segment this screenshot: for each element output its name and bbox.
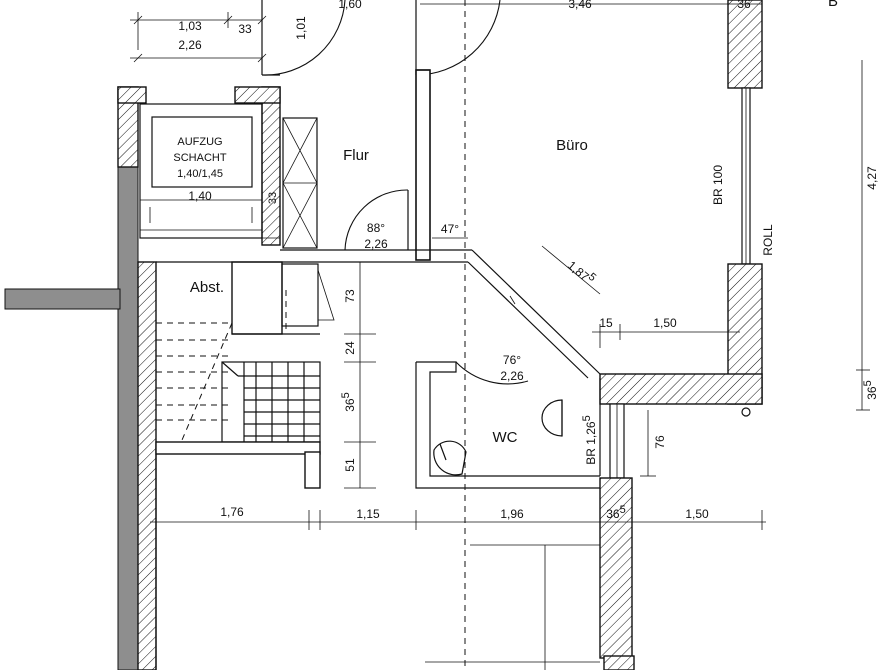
elevator-label-line1: AUFZUG [177,136,222,148]
room-label-wc: WC [493,429,518,446]
buero-wall-right-top [727,0,763,89]
stair-dim-73: 73 [343,289,357,303]
bottom-dim-36: 365 [606,504,625,521]
dim-top-101: 1,01 [294,16,308,40]
room-label-flur: Flur [343,147,369,164]
buero-wall-bottom [599,373,763,405]
wall-stair-bottom-post [304,451,321,489]
stair-solid-block [221,361,321,443]
buero-dim-36-right: 365 [862,380,879,399]
room-label-abst: Abst. [190,279,224,296]
room-label-buero: Büro [556,137,588,154]
wall-flur-buero [415,69,431,261]
stair-dim-51: 51 [343,458,357,472]
wall-stair-bottom [155,441,321,455]
dim-top-226: 2,26 [178,38,202,52]
wc-door-height: 2,26 [500,369,524,383]
flur-door-angle: 88° [367,221,385,235]
buero-roll-label: ROLL [761,224,775,256]
abst-inner-box [281,263,319,327]
elevator-label-line3: 1,40/1,45 [177,168,223,180]
buero-wall-angle: 47° [441,222,459,236]
wc-window-label: BR 1,265 [581,415,598,464]
buero-height-total: 4,27 [865,166,879,190]
wall-lower-right-bottom [603,655,635,670]
elevator-wall-label: 33 [267,192,279,204]
elevator-wall-top-left [117,86,147,104]
stair-dim-36: 365 [340,392,357,411]
bottom-dim-150: 1,50 [685,507,709,521]
corner-letter: B [828,0,838,10]
dim-top-346: 3,46 [568,0,592,11]
elevator-label-line2: SCHACHT [173,152,226,164]
exterior-wall-spur [4,288,121,310]
bottom-dim-115: 1,15 [356,507,380,521]
elevator-width-label: 1,40 [188,189,212,203]
buero-window-label: BR 100 [711,165,725,205]
wc-dim-76: 76 [653,435,667,449]
flur-door-height: 2,26 [364,237,388,251]
elevator-wall-right [261,86,281,246]
wall-lower-right [599,477,633,659]
dim-top-36: 36 [737,0,751,11]
elevator-wall-top-right [234,86,281,104]
dim-top-103: 1,03 [178,19,202,33]
buero-diag-dim: 1,875 [565,256,599,288]
stair-dim-24: 24 [343,341,357,355]
buero-dim-150: 1,50 [653,316,677,330]
dim-top-33: 33 [238,22,252,36]
elevator-cabin [151,116,253,188]
dim-top-160: 1,60 [338,0,362,11]
bottom-dim-196: 1,96 [500,507,524,521]
wc-door-angle: 76° [503,353,521,367]
buero-dim-15: 15 [599,316,613,330]
bottom-dim-176: 1,76 [220,505,244,519]
wall-stair-left [137,261,157,670]
wall-abst-box [231,261,283,335]
exterior-wall-left [117,164,139,670]
